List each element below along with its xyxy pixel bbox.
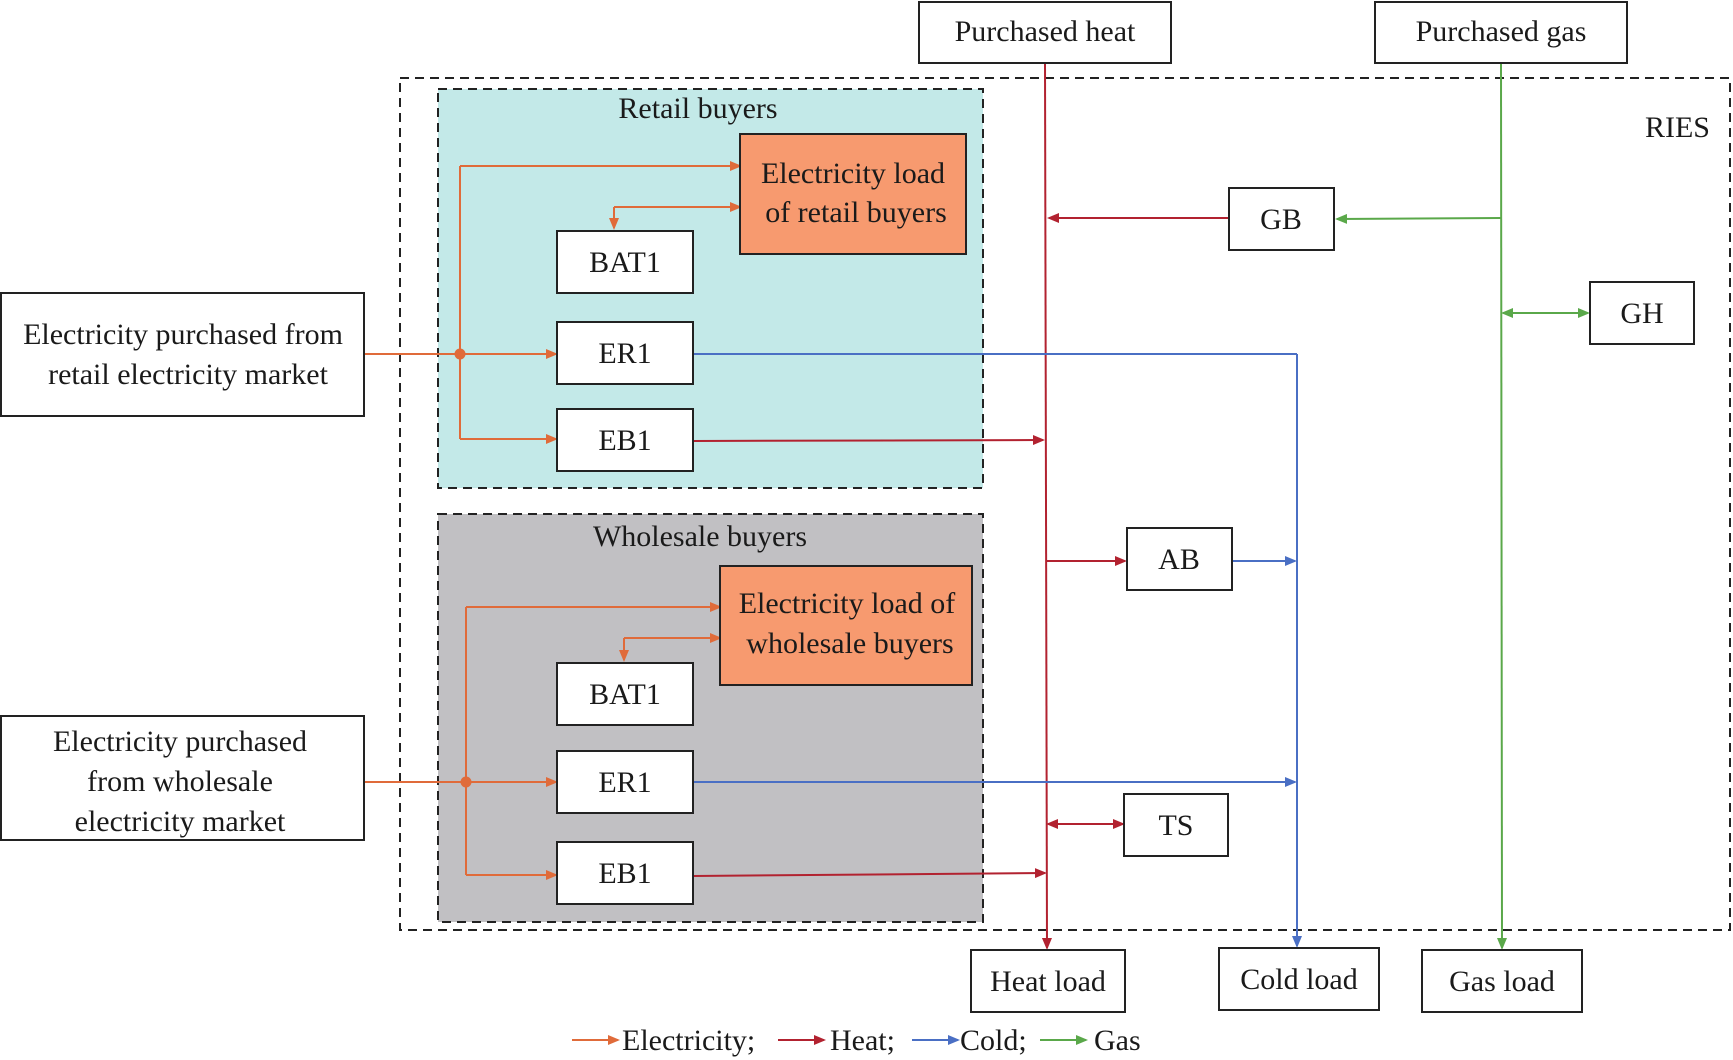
heat-lines: [693, 61, 1228, 950]
retail-buyers-title: Retail buyers: [618, 92, 777, 125]
er-wholesale-box: [556, 750, 694, 814]
purchased-gas-label: Purchased gas: [1416, 15, 1587, 48]
wholesale-junction-dot: [460, 776, 472, 788]
gas-lines: [1335, 63, 1590, 950]
ries-label: RIES: [1645, 111, 1710, 144]
cold-lines: [694, 353, 1302, 948]
wholesale-buyers-title: Wholesale buyers: [593, 520, 807, 553]
gh-box: [1589, 281, 1695, 345]
bat-wholesale-box: [556, 662, 694, 726]
gb-label: GB: [1260, 203, 1302, 236]
gas-load-label: Gas load: [1449, 965, 1555, 998]
eb-retail-box: [556, 408, 694, 472]
ts-box: [1123, 793, 1229, 857]
wholesale-market-label-2: from wholesale: [87, 765, 273, 798]
legend-cold-label: Cold;: [960, 1024, 1027, 1057]
er-wholesale-label: ER1: [598, 766, 651, 799]
bat-retail-box: [556, 230, 694, 294]
retail-market-label-2: retail electricity market: [48, 358, 329, 391]
heat-load-box: [970, 949, 1126, 1013]
retail-load-label-1: Electricity load: [761, 157, 945, 190]
ab-box: [1126, 527, 1233, 591]
retail-load-box: [739, 133, 967, 255]
eb-wholesale-label: EB1: [598, 857, 651, 890]
electricity-lines: [364, 161, 742, 880]
eb-wholesale-box: [556, 841, 694, 905]
legend: Electricity; Heat; Cold; Gas: [572, 1024, 1141, 1057]
heat-load-label: Heat load: [990, 965, 1106, 998]
legend-electricity-label: Electricity;: [622, 1024, 755, 1057]
cold-load-box: [1218, 947, 1380, 1011]
bat-retail-label: BAT1: [589, 246, 661, 279]
legend-gas-label: Gas: [1094, 1024, 1141, 1057]
retail-load-label-2: of retail buyers: [765, 196, 947, 229]
er-retail-label: ER1: [598, 337, 651, 370]
wholesale-load-label-2: wholesale buyers: [746, 627, 953, 660]
er-retail-box: [556, 321, 694, 385]
purchased-heat-box: [918, 1, 1172, 64]
wholesale-load-label-1: Electricity load of: [739, 587, 956, 620]
bat-wholesale-label: BAT1: [589, 678, 661, 711]
retail-junction-dot: [454, 348, 466, 360]
wholesale-load-box: [719, 565, 973, 686]
wholesale-market-label-1: Electricity purchased: [53, 725, 307, 758]
purchased-gas-box: [1374, 1, 1628, 64]
retail-market-label-1: Electricity purchased from: [23, 318, 343, 351]
purchased-heat-label: Purchased heat: [955, 15, 1136, 48]
ries-boundary: [399, 77, 1731, 931]
gas-load-box: [1421, 949, 1583, 1013]
wholesale-market-box: [0, 715, 365, 841]
legend-heat-label: Heat;: [830, 1024, 895, 1057]
ab-label: AB: [1158, 543, 1200, 576]
ts-label: TS: [1158, 809, 1193, 842]
gh-label: GH: [1620, 297, 1663, 330]
gb-box: [1228, 187, 1335, 251]
cold-load-label: Cold load: [1240, 963, 1358, 996]
retail-market-box: [0, 292, 365, 417]
wholesale-market-label-3: electricity market: [75, 805, 286, 838]
eb-retail-label: EB1: [598, 424, 651, 457]
